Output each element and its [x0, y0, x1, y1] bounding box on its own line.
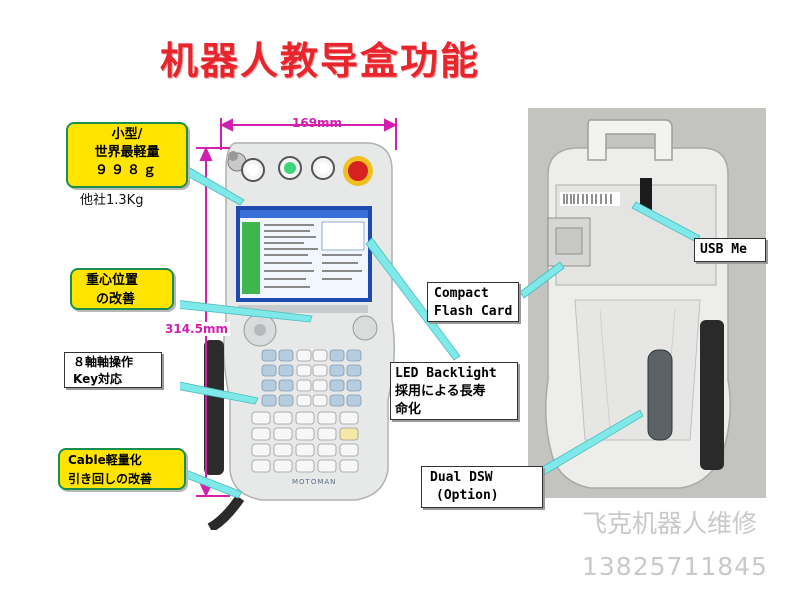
pendant-back-photo: [528, 108, 766, 498]
callout-line: 小型/: [111, 127, 143, 142]
callout-led-backlight: LED Backlight 採用による長寿 命化: [390, 362, 518, 420]
callout-line: 引き回しの改善: [68, 472, 153, 486]
callout-center-of-gravity: 重心位置 の改善: [70, 268, 174, 310]
callout-compact-flash: Compact Flash Card: [427, 282, 519, 322]
callout-line: Cable軽量化: [68, 453, 142, 467]
callout-line: ９９８ｇ: [94, 163, 159, 178]
callout-cable: Cable軽量化 引き回しの改善: [58, 448, 186, 490]
callout-eight-axis: ８軸軸操作 Key対応: [64, 352, 162, 388]
callout-line: 採用による長寿: [395, 384, 486, 399]
other-company-weight: 他社1.3Kg: [80, 193, 144, 208]
callout-dual-dsw: Dual DSW (Option): [421, 466, 543, 508]
brand-label: MOTOMAN: [292, 478, 337, 486]
callout-line: Dual DSW: [430, 470, 493, 485]
callout-line: USB Me: [700, 242, 747, 257]
page-title: 机器人教导盒功能: [160, 38, 481, 83]
callout-line: 世界最軽量: [94, 145, 160, 160]
watermark-phone: 13825711845: [582, 552, 768, 581]
callout-line: Flash Card: [434, 304, 513, 319]
callout-line: の改善: [96, 292, 136, 307]
callout-line: LED Backlight: [395, 366, 497, 381]
callout-line: ８軸軸操作: [73, 355, 134, 369]
callout-line: Key対応: [73, 372, 123, 386]
callout-line: Compact: [434, 286, 489, 301]
pointer-lines: [180, 161, 701, 499]
callout-small-lightweight: 小型/ 世界最軽量 ９９８ｇ: [66, 122, 188, 188]
height-dimension-label: 314.5mm: [163, 322, 230, 336]
width-dimension-label: 169mm: [292, 116, 343, 130]
callout-line: 命化: [395, 402, 422, 417]
callout-line: (Option): [436, 488, 499, 503]
callout-usb: USB Me: [694, 238, 766, 262]
callout-line: 重心位置: [86, 273, 139, 288]
watermark-company: 飞克机器人维修: [582, 509, 758, 538]
